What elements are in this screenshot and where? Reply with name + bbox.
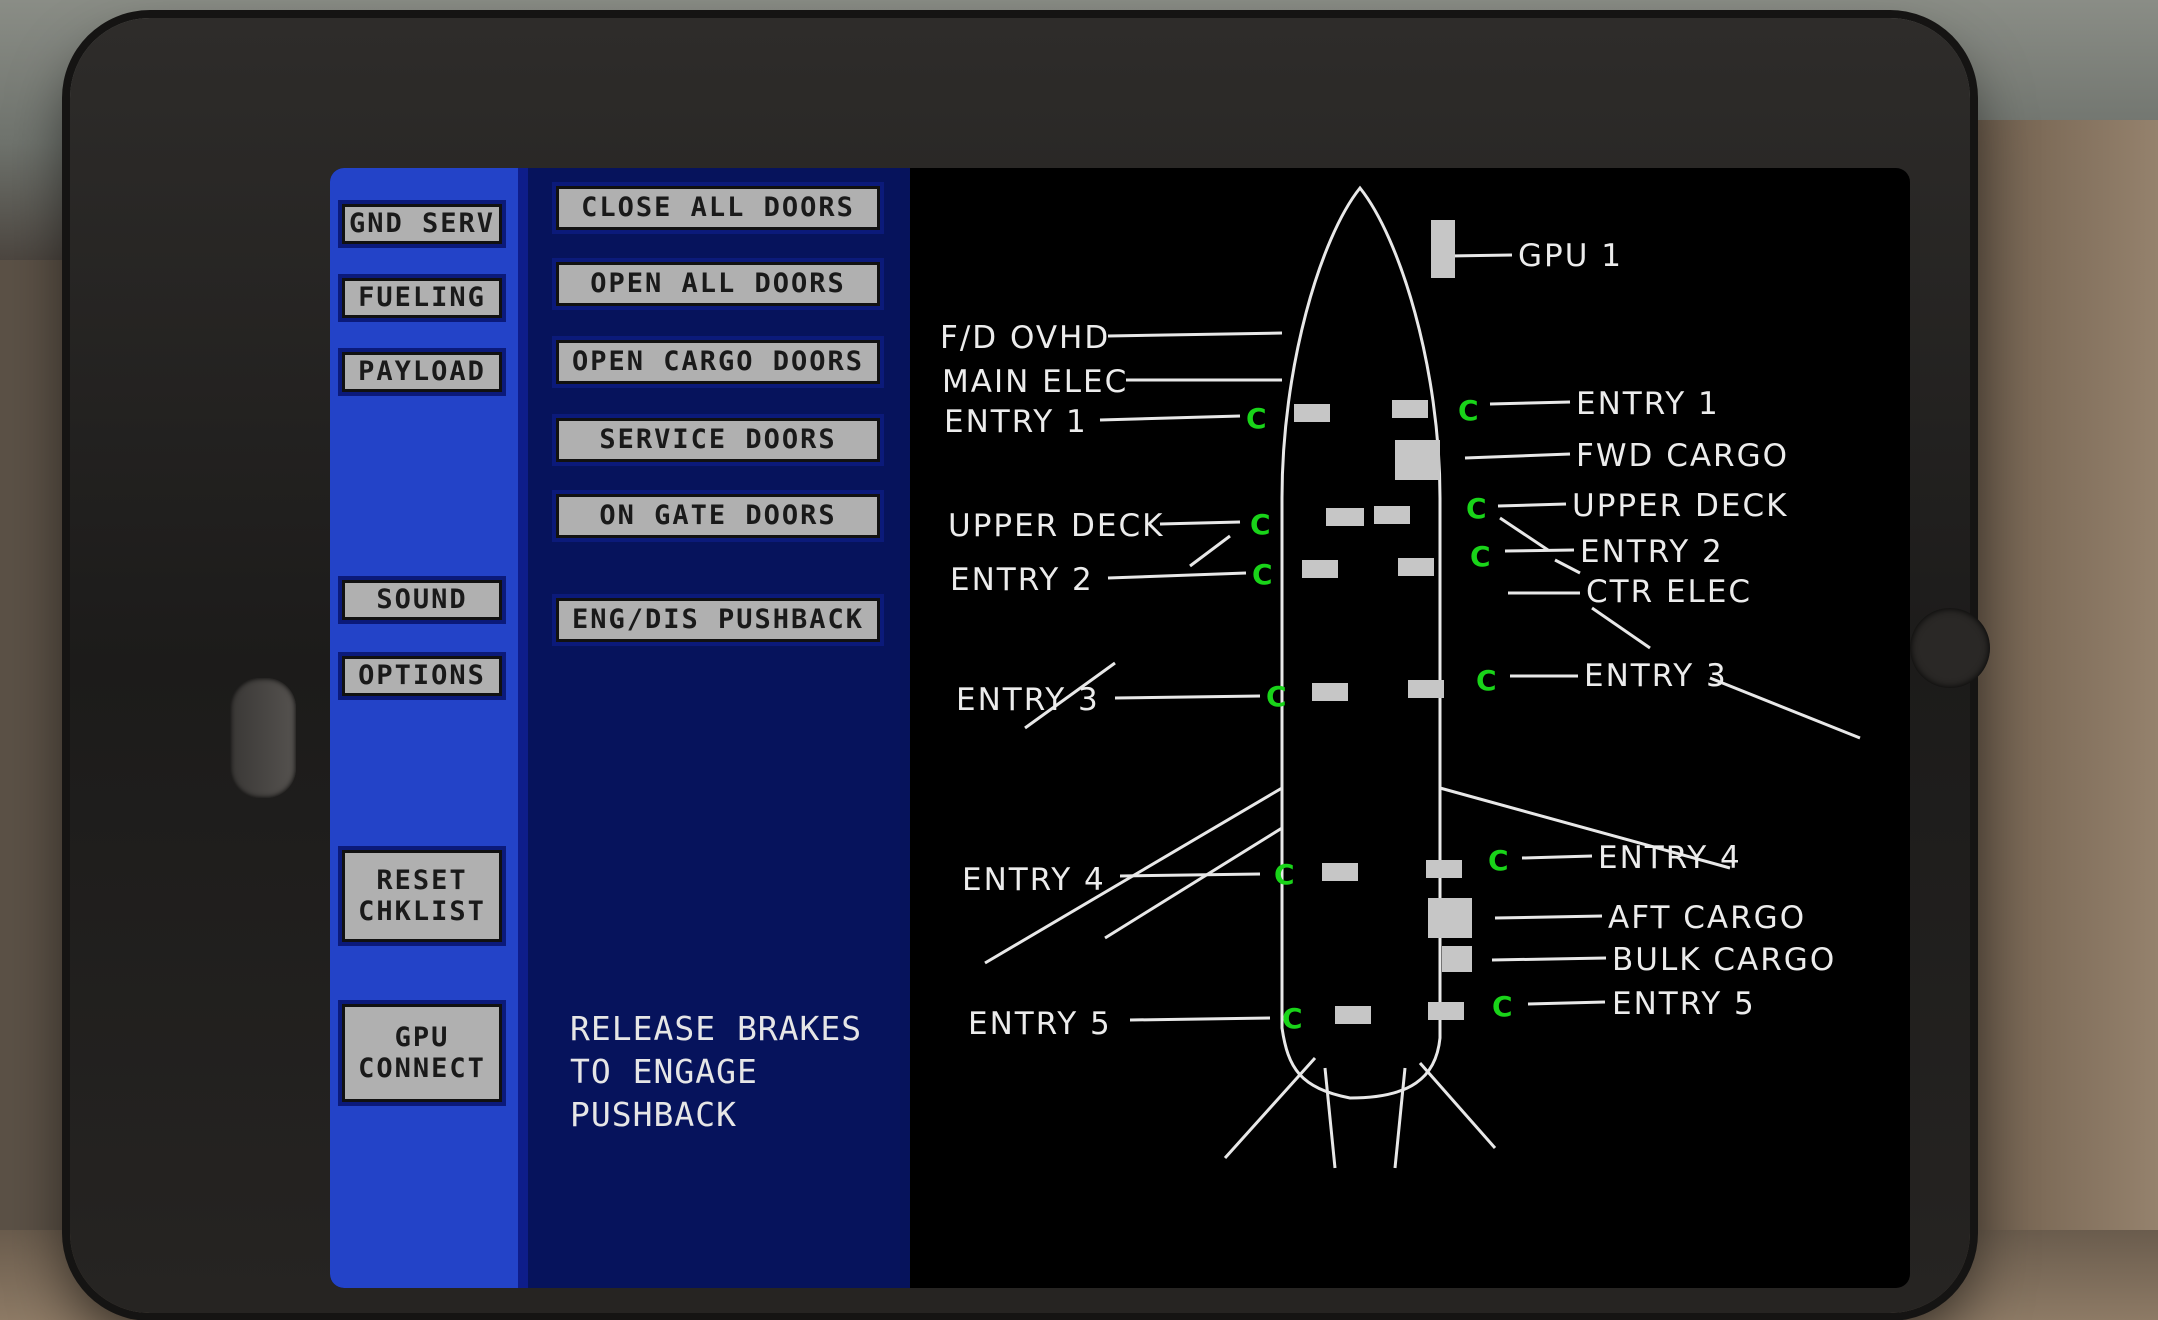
upper-deck-door-r <box>1374 506 1410 524</box>
leader-entry1-left <box>1099 414 1241 422</box>
door-actions-column: CLOSE ALL DOORS OPEN ALL DOORS OPEN CARG… <box>518 168 910 1288</box>
gpu1-marker <box>1431 220 1455 278</box>
eng-dis-pushback-button[interactable]: ENG/DIS PUSHBACK <box>552 594 884 646</box>
door-1l <box>1294 404 1330 422</box>
leader-entry5-right <box>1527 1000 1606 1006</box>
label-aft-cargo: AFT CARGO <box>1608 900 1806 936</box>
door-5l-status[interactable]: C <box>1282 1002 1303 1035</box>
right-stabilizer-outer <box>1418 1062 1497 1149</box>
leader-aft-cargo <box>1494 914 1603 920</box>
fuselage-outline <box>1280 185 1442 1100</box>
right-wing-tip <box>1709 676 1861 740</box>
label-bulk-cargo: BULK CARGO <box>1612 942 1836 978</box>
leader-entry4-right <box>1521 854 1593 860</box>
leader-ctr-elec-down <box>1591 606 1651 650</box>
door-1r <box>1392 400 1428 418</box>
efb-screen: GND SERV FUELING PAYLOAD SOUND OPTIONS R… <box>330 168 1910 1288</box>
label-main-elec: MAIN ELEC <box>942 364 1128 400</box>
home-button[interactable] <box>230 678 296 798</box>
label-entry2-left: ENTRY 2 <box>950 562 1094 598</box>
leader-entry5-left <box>1129 1016 1271 1022</box>
door-2l <box>1302 560 1338 578</box>
fwd-cargo-door <box>1395 440 1440 480</box>
label-fwd-cargo: FWD CARGO <box>1576 438 1789 474</box>
left-wing-line <box>1104 826 1283 940</box>
leader-upper-deck-left <box>1159 520 1241 526</box>
leader-upper-deck-diag <box>1189 534 1231 568</box>
label-gpu1: GPU 1 <box>1518 238 1623 274</box>
leader-fd-ovhd <box>1107 331 1283 338</box>
gpu-connect-button[interactable]: GPU CONNECT <box>338 1000 506 1106</box>
leader-entry3-left <box>1114 694 1261 700</box>
close-all-doors-button[interactable]: CLOSE ALL DOORS <box>552 182 884 234</box>
left-stabilizer <box>1223 1056 1317 1160</box>
door-5r-status[interactable]: C <box>1492 990 1513 1023</box>
aircraft-doors-diagram: C C C C C C C C C C C C F/D OVHD MAIN EL… <box>940 185 1861 1169</box>
door-4l <box>1322 863 1358 881</box>
reset-chklist-button[interactable]: RESET CHKLIST <box>338 846 506 946</box>
label-upper-deck-left: UPPER DECK <box>948 508 1165 544</box>
leader-entry1-right <box>1489 400 1571 406</box>
label-entry4-right: ENTRY 4 <box>1598 840 1742 876</box>
door-2r <box>1398 558 1434 576</box>
open-all-doors-button[interactable]: OPEN ALL DOORS <box>552 258 884 310</box>
fueling-button[interactable]: FUELING <box>338 274 506 322</box>
label-entry5-right: ENTRY 5 <box>1612 986 1756 1022</box>
door-4r <box>1426 860 1462 878</box>
upper-deck-r-status[interactable]: C <box>1466 492 1487 525</box>
bulk-cargo-door <box>1442 946 1472 972</box>
door-2r-status[interactable]: C <box>1470 540 1491 573</box>
upper-deck-door-l <box>1326 508 1364 526</box>
door-4r-status[interactable]: C <box>1488 844 1509 877</box>
camera-icon <box>1910 608 1990 688</box>
leader-bulk-cargo <box>1491 956 1607 962</box>
label-upper-deck-right: UPPER DECK <box>1572 488 1789 524</box>
service-doors-button[interactable]: SERVICE DOORS <box>552 414 884 466</box>
leader-gpu1 <box>1447 253 1513 258</box>
options-button[interactable]: OPTIONS <box>338 652 506 700</box>
payload-button[interactable]: PAYLOAD <box>338 348 506 396</box>
gnd-serv-button[interactable]: GND SERV <box>338 200 506 248</box>
door-3l <box>1312 683 1348 701</box>
upper-deck-l-status[interactable]: C <box>1250 508 1271 541</box>
label-ctr-elec: CTR ELEC <box>1586 574 1752 610</box>
door-1r-status[interactable]: C <box>1458 394 1479 427</box>
door-3r <box>1408 680 1444 698</box>
aft-cargo-door <box>1428 898 1472 938</box>
leader-entry2-left <box>1107 571 1247 580</box>
left-stabilizer-inner <box>1323 1067 1337 1169</box>
left-wing-upper <box>1024 661 1116 730</box>
leader-upper-deck-diag-right <box>1499 516 1549 552</box>
on-gate-doors-button[interactable]: ON GATE DOORS <box>552 490 884 542</box>
leader-ctr-elec-diag <box>1554 558 1581 575</box>
label-fd-ovhd: F/D OVHD <box>940 320 1110 356</box>
door-4l-status[interactable]: C <box>1274 858 1295 891</box>
efb-tablet-frame: GND SERV FUELING PAYLOAD SOUND OPTIONS R… <box>70 18 1990 1313</box>
label-entry1-left: ENTRY 1 <box>944 404 1088 440</box>
door-3r-status[interactable]: C <box>1476 664 1497 697</box>
label-entry1-right: ENTRY 1 <box>1576 386 1720 422</box>
door-1l-status[interactable]: C <box>1246 402 1267 435</box>
door-3l-status[interactable]: C <box>1266 680 1287 713</box>
right-wing <box>1439 786 1731 870</box>
leader-entry4-left <box>1119 872 1261 878</box>
label-entry4-left: ENTRY 4 <box>962 862 1106 898</box>
door-5l <box>1335 1006 1371 1024</box>
open-cargo-doors-button[interactable]: OPEN CARGO DOORS <box>552 336 884 388</box>
door-2l-status[interactable]: C <box>1252 558 1273 591</box>
label-entry2-right: ENTRY 2 <box>1580 534 1724 570</box>
leader-entry2-right <box>1504 548 1575 553</box>
pushback-message: RELEASE BRAKES TO ENGAGE PUSHBACK <box>570 1009 863 1134</box>
label-entry3-left: ENTRY 3 <box>956 682 1100 718</box>
sound-button[interactable]: SOUND <box>338 576 506 624</box>
leader-upper-deck-right <box>1497 502 1567 508</box>
leader-fwd-cargo <box>1464 452 1571 460</box>
label-entry3-right: ENTRY 3 <box>1584 658 1728 694</box>
left-menu-column: GND SERV FUELING PAYLOAD SOUND OPTIONS R… <box>330 168 518 1288</box>
label-entry5-left: ENTRY 5 <box>968 1006 1112 1042</box>
door-5r <box>1428 1002 1464 1020</box>
right-stabilizer <box>1393 1067 1407 1169</box>
